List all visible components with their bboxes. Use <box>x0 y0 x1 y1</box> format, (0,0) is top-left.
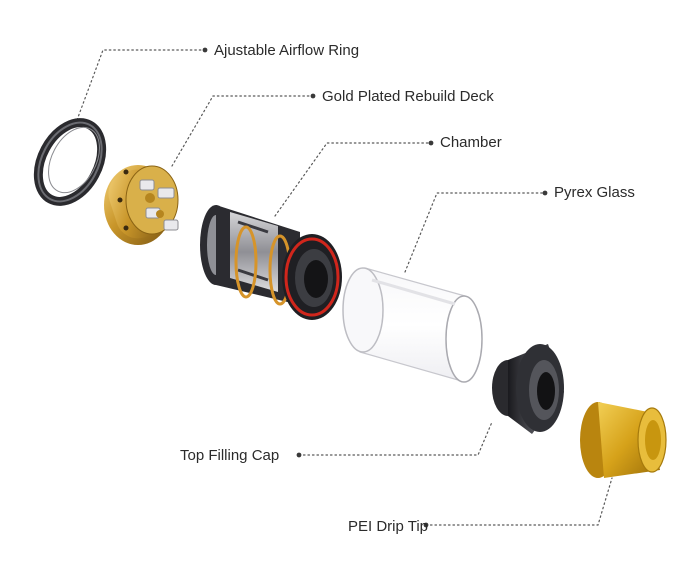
drip-tip-part <box>580 402 666 478</box>
leader-dot-airflow-ring <box>203 48 208 53</box>
label-chamber: Chamber <box>440 134 502 152</box>
label-airflow-ring: Ajustable Airflow Ring <box>214 42 359 60</box>
label-rebuild-deck: Gold Plated Rebuild Deck <box>322 88 494 106</box>
leader-dot-top-filling-cap <box>297 453 302 458</box>
leader-line-pyrex-glass <box>405 193 545 272</box>
leader-dot-pyrex-glass <box>543 191 548 196</box>
chamber-part <box>200 205 342 320</box>
rebuild-deck-part <box>103 164 178 245</box>
leader-line-airflow-ring <box>77 50 205 120</box>
leader-dot-chamber <box>429 141 434 146</box>
pyrex-glass-part <box>343 268 482 382</box>
label-drip-tip: PEI Drip Tip <box>348 518 428 536</box>
leader-line-top-filling-cap <box>299 422 492 455</box>
label-top-filling-cap: Top Filling Cap <box>180 447 279 465</box>
leader-dot-rebuild-deck <box>311 94 316 99</box>
label-pyrex-glass: Pyrex Glass <box>554 184 635 202</box>
airflow-ring-part <box>26 112 115 212</box>
leader-line-drip-tip <box>426 478 612 525</box>
leader-line-rebuild-deck <box>172 96 313 166</box>
leader-lines <box>77 50 612 525</box>
leader-line-chamber <box>275 143 431 216</box>
top-filling-cap-part <box>492 344 564 434</box>
